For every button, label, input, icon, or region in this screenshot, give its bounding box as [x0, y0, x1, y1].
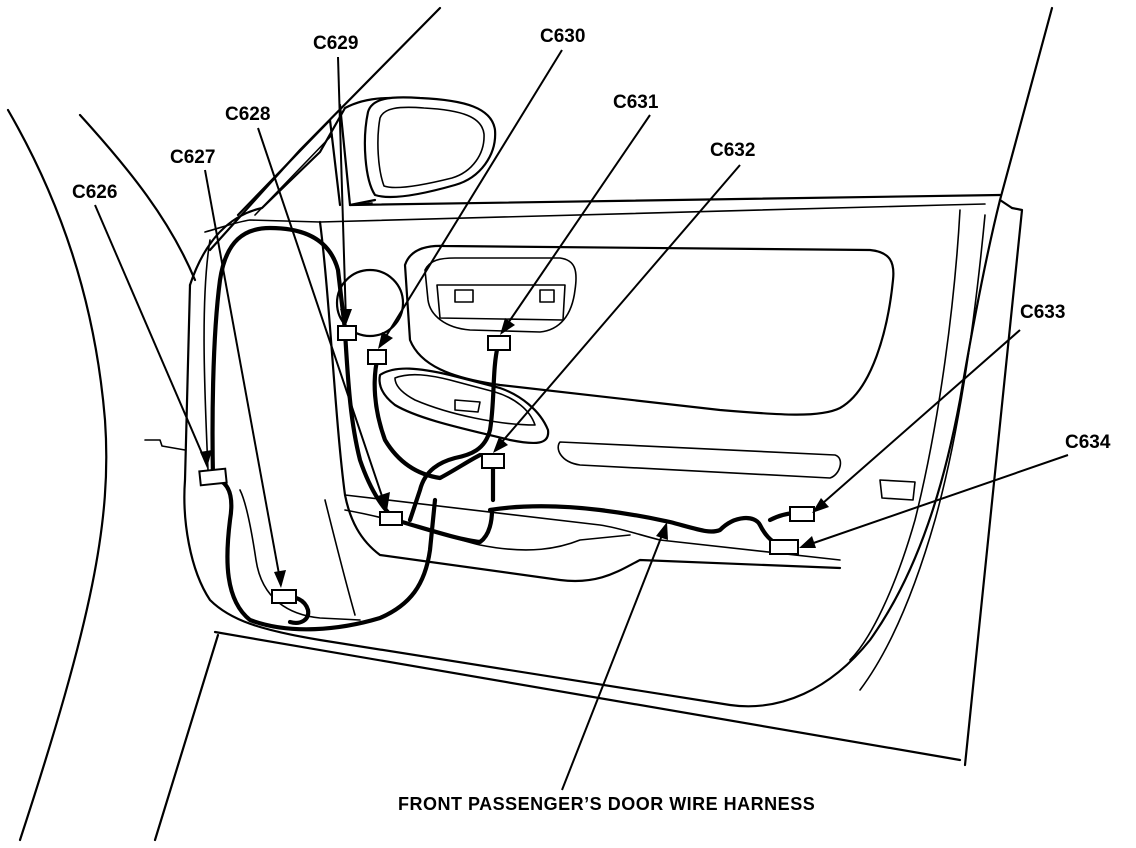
connector-c634: [769, 539, 799, 555]
connectors: [198, 325, 815, 604]
connector-c632: [481, 453, 505, 469]
label-c629: C629: [313, 33, 358, 54]
label-c627: C627: [170, 147, 215, 168]
connector-c627: [271, 589, 297, 604]
connector-c633: [789, 506, 815, 522]
connector-c630: [367, 349, 387, 365]
harness-caption: FRONT PASSENGER’S DOOR WIRE HARNESS: [398, 794, 815, 814]
label-c630: C630: [540, 26, 585, 47]
label-c628: C628: [225, 104, 270, 125]
connector-c628: [379, 511, 403, 526]
label-c634: C634: [1065, 432, 1111, 453]
label-c631: C631: [613, 92, 659, 113]
connector-c626: [198, 467, 228, 487]
connector-c631: [487, 335, 511, 351]
car-body-outline: [6, 6, 1054, 842]
label-c626: C626: [72, 182, 117, 203]
label-c632: C632: [710, 140, 755, 161]
door-frame: [188, 96, 1002, 287]
connector-c629: [337, 325, 357, 341]
leader-lines: [94, 49, 1069, 791]
label-c633: C633: [1020, 302, 1065, 323]
door-shell: [183, 198, 1014, 708]
body-details: [144, 202, 916, 501]
connector-labels: C626 C627 C628 C629 C630 C631 C632 C633 …: [72, 26, 1111, 453]
wire-harness: [210, 225, 803, 632]
